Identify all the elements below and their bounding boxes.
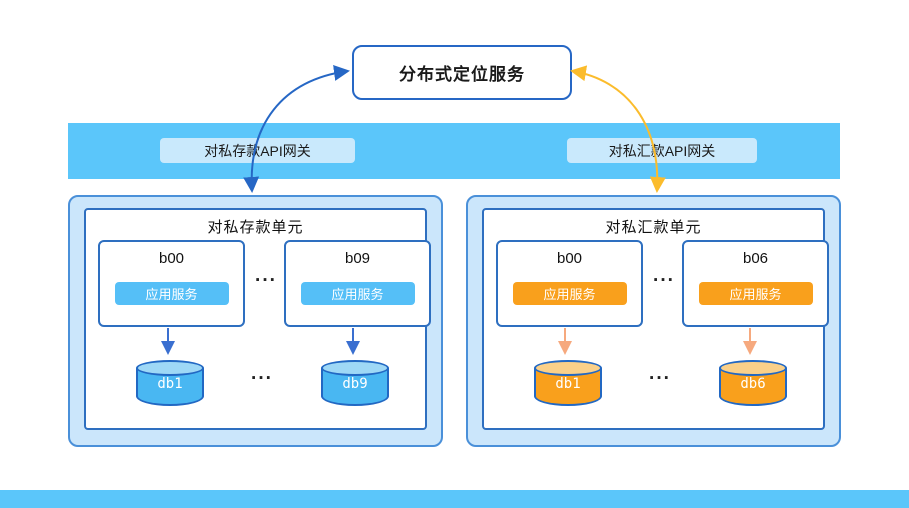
node-name: b09 [344,250,371,267]
app-service-badge: 应用服务 [698,282,813,305]
cylinder-top [321,360,389,376]
deposit-unit-inner: 对私存款单元 b00 应用服务 ··· b09 应用服务 db1 ··· db9 [84,208,431,430]
nodes-ellipsis: ··· [653,270,675,291]
deposit-gateway-label: 对私存款API网关 [160,138,355,163]
remit-node-b00: b00 应用服务 [496,240,643,327]
deposit-unit-title: 对私存款单元 [207,219,304,236]
remit-gateway-label: 对私汇款API网关 [567,138,757,163]
node-name: b00 [556,250,583,267]
nodes-ellipsis: ··· [255,270,277,291]
deposit-node-b00: b00 应用服务 [98,240,245,327]
db-label: db6 [740,376,766,392]
remit-node-b06: b06 应用服务 [682,240,829,327]
db-label: db9 [342,376,368,392]
node-name: b06 [742,250,769,267]
db-label: db1 [157,376,183,392]
location-service-label: 分布式定位服务 [399,65,525,84]
app-service-badge: 应用服务 [300,282,415,305]
node-name: b00 [158,250,185,267]
db-label: db1 [555,376,581,392]
cylinder-top [534,360,602,376]
deposit-db1-cylinder: db1 [136,360,204,406]
deposit-db9-cylinder: db9 [321,360,389,406]
dbs-ellipsis: ··· [649,368,671,389]
remit-unit-title: 对私汇款单元 [605,219,702,236]
dbs-ellipsis: ··· [251,368,273,389]
cylinder-body [719,368,787,406]
remit-db6-cylinder: db6 [719,360,787,406]
app-service-badge: 应用服务 [512,282,627,305]
remit-db1-cylinder: db1 [534,360,602,406]
remit-unit-inner: 对私汇款单元 b00 应用服务 ··· b06 应用服务 db1 ··· db6 [482,208,829,430]
footer-bar [0,490,909,508]
cylinder-top [136,360,204,376]
location-service-box: 分布式定位服务 [352,45,572,100]
deposit-unit-container: 对私存款单元 b00 应用服务 ··· b09 应用服务 db1 ··· db9 [68,195,443,447]
cylinder-top [719,360,787,376]
app-service-badge: 应用服务 [114,282,229,305]
remit-unit-container: 对私汇款单元 b00 应用服务 ··· b06 应用服务 db1 ··· db6 [466,195,841,447]
gateway-band: 对私存款API网关 对私汇款API网关 [68,123,840,179]
deposit-node-b09: b09 应用服务 [284,240,431,327]
